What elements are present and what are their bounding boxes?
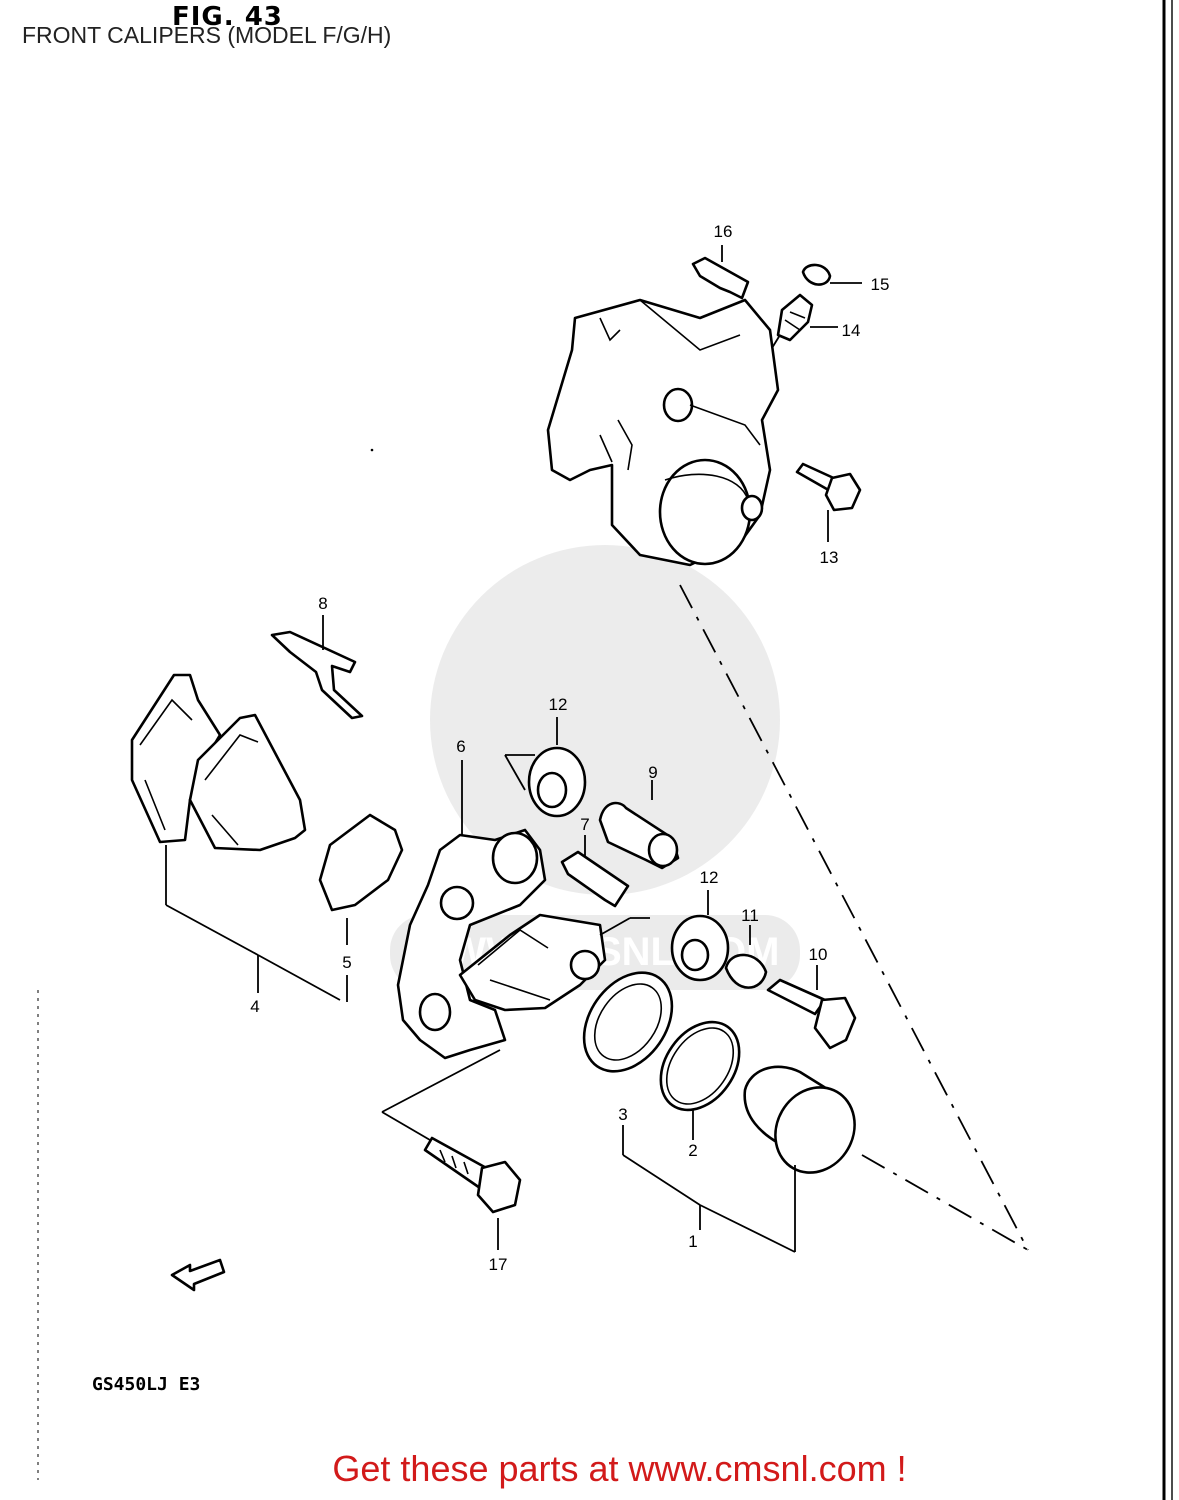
part-number: 11	[741, 906, 759, 925]
footer-text[interactable]: Get these parts at www.cmsnl.com !	[332, 1448, 907, 1489]
forward-arrow-icon	[170, 1258, 226, 1292]
model-code: GS450LJ E3	[92, 1374, 201, 1395]
slide-pin	[766, 978, 857, 1050]
dust-boot-upper	[527, 746, 587, 818]
part-number: 9	[648, 763, 657, 782]
part-number: 12	[700, 868, 719, 887]
pad-shim	[318, 448, 404, 912]
bracket-bolt	[423, 1136, 522, 1214]
pad-spring-upper	[691, 256, 750, 300]
figure-number: FIG. 43	[172, 2, 283, 32]
part-number-labels: 1 2 3 4 5 6 7 8 9 10 11 12 12 13 14 15 1…	[250, 222, 889, 1274]
bleeder-cap	[801, 263, 832, 286]
part-number: 14	[842, 321, 861, 340]
piston	[743, 1065, 856, 1174]
part-number: 6	[456, 737, 465, 756]
part-number: 13	[820, 548, 839, 567]
part-number: 15	[871, 275, 890, 294]
slide-sleeve	[598, 801, 680, 870]
part-number: 2	[688, 1141, 697, 1160]
piston-seal	[659, 1020, 741, 1112]
dust-boot-lower	[670, 914, 730, 982]
footer-link[interactable]: Get these parts at www.cmsnl.com !	[0, 1448, 1179, 1490]
pin-sleeve	[724, 953, 768, 989]
part-number: 5	[342, 953, 351, 972]
figure-title: FRONT CALIPERS (MODEL F/G/H)	[22, 22, 392, 48]
piston-dust-seal	[582, 971, 674, 1073]
pad-spring	[270, 630, 364, 720]
part-number: 12	[549, 695, 568, 714]
part-number: 3	[618, 1105, 627, 1124]
bleeder-valve	[776, 293, 814, 342]
part-number: 4	[250, 997, 259, 1016]
pad-clip	[560, 850, 630, 908]
part-number: 1	[688, 1232, 697, 1251]
part-number: 7	[580, 815, 589, 834]
part-number: 10	[809, 945, 828, 964]
caliper-bracket	[396, 828, 607, 1060]
caliper-body-upper	[546, 298, 780, 567]
brake-pad-inner	[188, 713, 307, 852]
caliper-mounting-bolt	[795, 462, 862, 512]
part-number: 8	[318, 594, 327, 613]
leader-lines	[165, 245, 1029, 1253]
part-number: 17	[489, 1255, 508, 1274]
part-number: 16	[714, 222, 733, 241]
